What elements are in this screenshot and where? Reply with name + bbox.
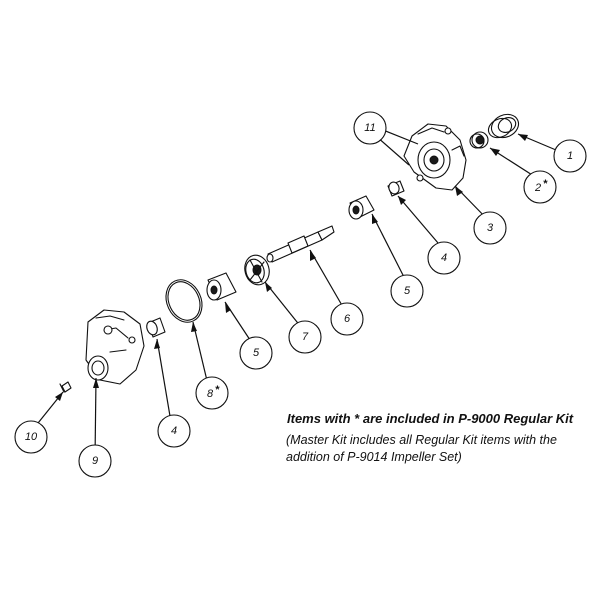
callout-9: 9 bbox=[78, 444, 112, 478]
part-1-seal-ring bbox=[487, 113, 520, 139]
callout-6-label: 6 bbox=[344, 313, 351, 325]
callout-7: 7 bbox=[288, 320, 322, 354]
part-5-bearing-bottom bbox=[206, 272, 237, 301]
kit-note-line-2: addition of P-9014 Impeller Set) bbox=[286, 450, 462, 464]
kit-note-title: Items with * are included in P-9000 Regu… bbox=[287, 411, 574, 426]
callout-5-bottom-label: 5 bbox=[253, 347, 260, 359]
callout-10: 10 bbox=[14, 420, 48, 454]
callout-5-top: 5 bbox=[390, 274, 424, 308]
callout-5-top-label: 5 bbox=[404, 285, 411, 297]
part-9-housing bbox=[85, 309, 145, 385]
callout-8-star: * bbox=[215, 384, 220, 396]
part-7-impeller bbox=[244, 254, 270, 286]
kit-note-line-1: (Master Kit includes all Regular Kit ite… bbox=[286, 433, 557, 447]
callout-7-label: 7 bbox=[302, 331, 309, 343]
callout-3: 3 bbox=[473, 211, 507, 245]
callout-4-bottom-label: 4 bbox=[171, 425, 177, 437]
callout-1-label: 1 bbox=[567, 150, 573, 162]
callout-2: 2 * bbox=[523, 170, 557, 204]
callout-3-label: 3 bbox=[487, 222, 494, 234]
part-10-screw bbox=[59, 381, 72, 393]
part-8-o-ring bbox=[165, 279, 203, 323]
part-3-pump-head-housing bbox=[403, 123, 467, 191]
part-4-bushing-top bbox=[387, 180, 405, 197]
callout-2-label: 2 bbox=[534, 182, 541, 194]
callout-4-top: 4 bbox=[427, 241, 461, 275]
part-4-bushing-bottom bbox=[146, 317, 166, 338]
callout-5-bottom: 5 bbox=[239, 336, 273, 370]
part-2-seal bbox=[469, 131, 489, 149]
part-5-bearing-top bbox=[348, 195, 375, 220]
callout-4-top-label: 4 bbox=[441, 252, 447, 264]
callout-10-label: 10 bbox=[25, 431, 38, 443]
callout-11-label: 11 bbox=[364, 122, 375, 134]
callout-11: 11 bbox=[353, 111, 387, 145]
callout-2-star: * bbox=[543, 178, 548, 190]
arrowheads bbox=[55, 134, 528, 401]
callout-6: 6 bbox=[330, 302, 364, 336]
callout-4-bottom: 4 bbox=[157, 414, 191, 448]
part-6-shaft bbox=[266, 225, 335, 263]
callout-8-label: 8 bbox=[207, 388, 214, 400]
callout-8: 8 * bbox=[195, 376, 229, 410]
callout-9-label: 9 bbox=[92, 455, 98, 467]
callout-1: 1 bbox=[553, 139, 587, 173]
